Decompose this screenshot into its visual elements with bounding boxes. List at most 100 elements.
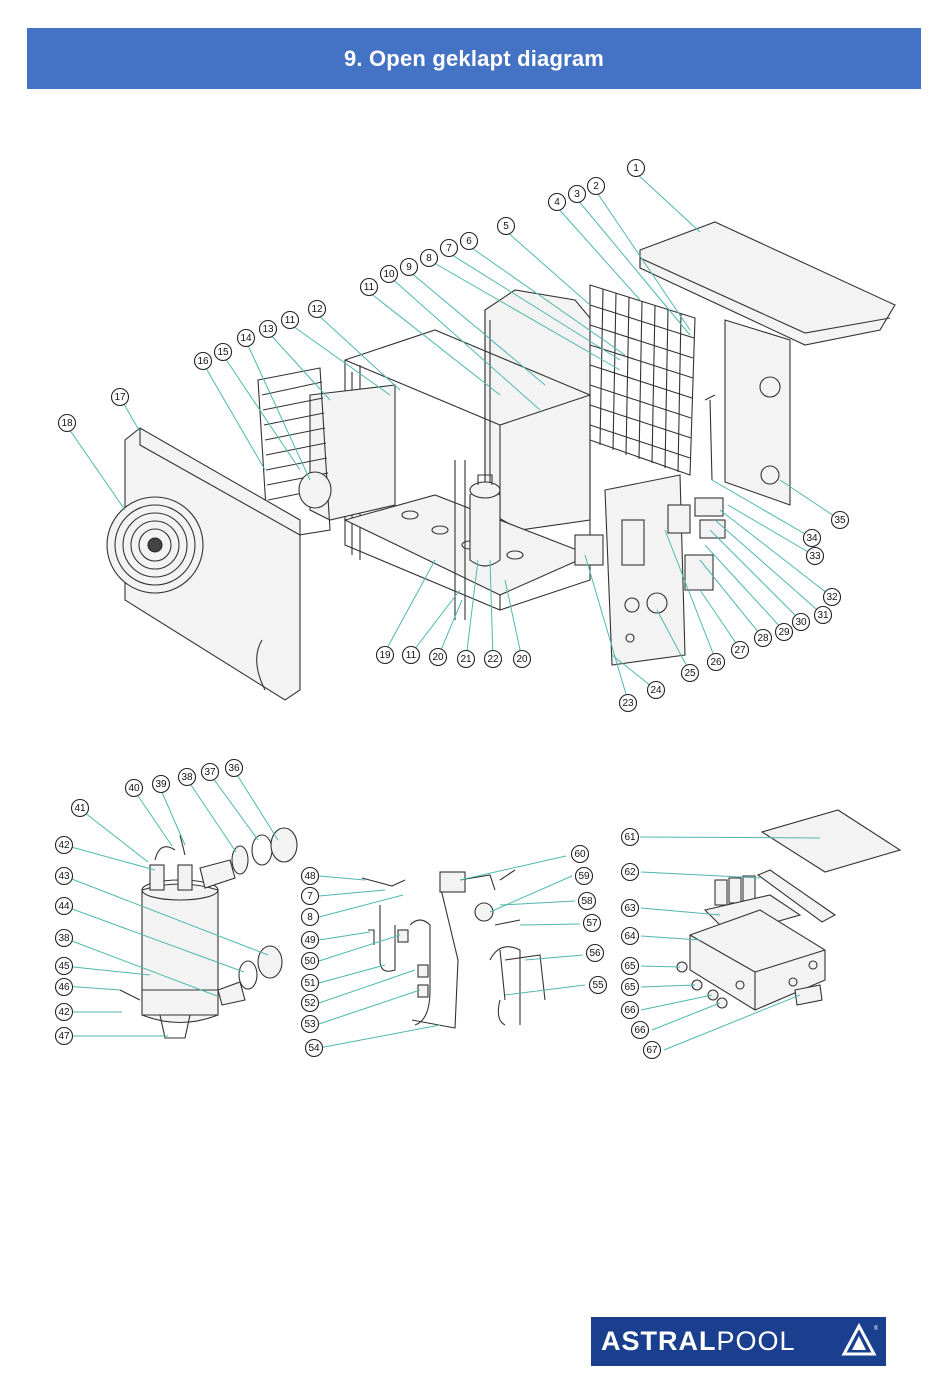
callout-label: 7 (307, 891, 313, 902)
callout-label: 3 (574, 189, 580, 200)
callout-label: 20 (432, 652, 444, 663)
callout-c67: 67 (644, 1042, 661, 1059)
callout-c7b: 7 (302, 888, 319, 905)
callout-c40: 40 (126, 780, 143, 797)
callout-label: 41 (74, 803, 86, 814)
callout-c46: 46 (56, 979, 73, 996)
callout-c60: 60 (572, 846, 589, 863)
callout-label: 37 (204, 767, 216, 778)
control-panel (575, 475, 685, 665)
callout-label: 32 (826, 592, 838, 603)
callout-c43: 43 (56, 868, 73, 885)
callout-label: 63 (624, 903, 636, 914)
callout-label: 54 (308, 1043, 320, 1054)
callout-c57: 57 (584, 915, 601, 932)
callout-label: 11 (406, 650, 417, 661)
callout-c51: 51 (302, 975, 319, 992)
callout-c20a: 20 (430, 649, 447, 666)
callout-label: 48 (304, 871, 316, 882)
callout-c30: 30 (793, 614, 810, 631)
callout-label: 34 (806, 533, 818, 544)
callout-c62: 62 (622, 864, 639, 881)
callout-label: 40 (128, 783, 140, 794)
callout-label: 64 (624, 931, 636, 942)
callout-label: 25 (684, 668, 696, 679)
evaporator (485, 290, 590, 530)
callout-label: 18 (61, 418, 73, 429)
callout-c45: 45 (56, 958, 73, 975)
callout-label: 14 (240, 333, 252, 344)
callout-label: 58 (581, 896, 593, 907)
logo-text: ASTRALPOOL (591, 1326, 796, 1357)
callout-label: 28 (757, 633, 769, 644)
callout-label: 8 (426, 253, 432, 264)
callout-label: 67 (646, 1045, 658, 1056)
callout-label: 50 (304, 956, 316, 967)
callout-label: 6 (466, 236, 472, 247)
callout-c31: 31 (815, 607, 832, 624)
callout-label: 16 (197, 356, 209, 367)
callout-c2: 2 (588, 178, 605, 195)
callout-label: 7 (446, 243, 452, 254)
callout-c50: 50 (302, 953, 319, 970)
callout-c26: 26 (708, 654, 725, 671)
top-cover (640, 222, 895, 345)
callout-c58: 58 (579, 893, 596, 910)
callout-label: 31 (817, 610, 829, 621)
callout-label: 49 (304, 935, 316, 946)
callout-label: 1 (633, 163, 639, 174)
callout-label: 38 (58, 933, 70, 944)
callout-c28: 28 (755, 630, 772, 647)
callout-c25: 25 (682, 665, 699, 682)
callout-c41: 41 (72, 800, 89, 817)
callout-label: 15 (217, 347, 229, 358)
callout-label: 65 (624, 961, 636, 972)
callout-c63: 63 (622, 900, 639, 917)
callout-c42b: 42 (56, 1004, 73, 1021)
callout-c11a: 11 (361, 279, 378, 296)
callout-label: 46 (58, 982, 70, 993)
callout-label: 9 (406, 262, 412, 273)
callout-c8b: 8 (302, 909, 319, 926)
callout-label: 20 (516, 654, 528, 665)
callout-c21: 21 (458, 651, 475, 668)
callout-c13: 13 (260, 321, 277, 338)
callout-label: 42 (58, 840, 70, 851)
callout-label: 5 (503, 221, 509, 232)
callout-c64: 64 (622, 928, 639, 945)
callout-c7: 7 (441, 240, 458, 257)
callout-c48: 48 (302, 868, 319, 885)
callout-label: 17 (114, 392, 126, 403)
callout-c8: 8 (421, 250, 438, 267)
callout-c18: 18 (59, 415, 76, 432)
callout-label: 22 (487, 654, 499, 665)
callout-label: 61 (624, 832, 636, 843)
callout-c32: 32 (824, 589, 841, 606)
callout-label: 35 (834, 515, 846, 526)
callout-label: 8 (307, 912, 313, 923)
callout-c3: 3 (569, 186, 586, 203)
callout-c11c: 11 (403, 647, 420, 664)
callout-c34: 34 (804, 530, 821, 547)
callout-c42a: 42 (56, 837, 73, 854)
callout-label: 53 (304, 1019, 316, 1030)
callout-c11b: 11 (282, 312, 299, 329)
callout-c52: 52 (302, 995, 319, 1012)
callout-label: 30 (795, 617, 807, 628)
electrical-box (677, 810, 900, 1010)
callout-label: 10 (383, 269, 395, 280)
callout-label: 39 (155, 779, 167, 790)
callout-label: 11 (364, 282, 375, 293)
callout-c65b: 65 (622, 979, 639, 996)
callout-c59: 59 (576, 868, 593, 885)
callout-c12: 12 (309, 301, 326, 318)
callout-label: 59 (578, 871, 590, 882)
callout-c66a: 66 (622, 1002, 639, 1019)
callout-c39: 39 (153, 776, 170, 793)
callout-c61: 61 (622, 829, 639, 846)
callout-label: 33 (809, 551, 821, 562)
callout-label: 56 (589, 948, 601, 959)
callout-c10: 10 (381, 266, 398, 283)
callout-label: 57 (586, 918, 598, 929)
